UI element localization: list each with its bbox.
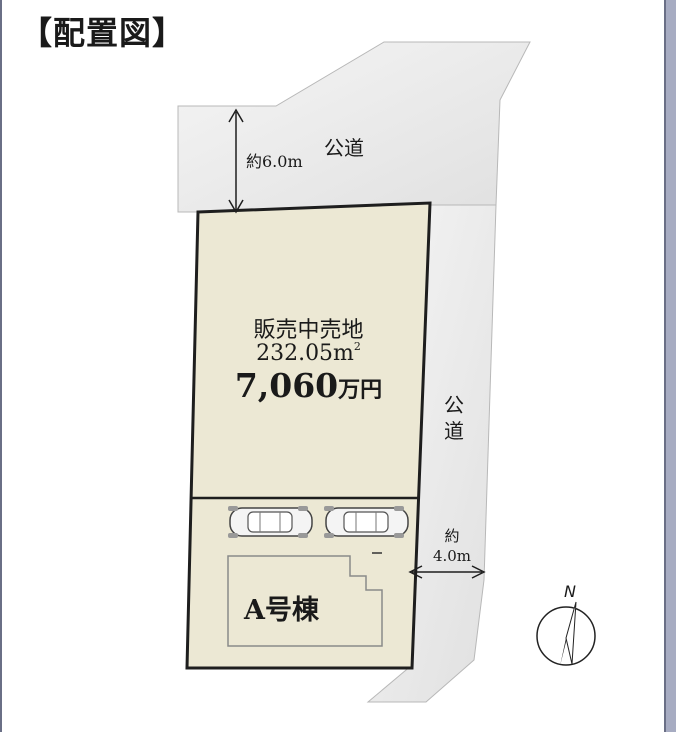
lot-area-value: 232.05m: [256, 341, 354, 366]
car-1: [228, 506, 313, 538]
price-unit: 万円: [338, 377, 383, 403]
east-width-prefix: 約: [444, 527, 460, 545]
north-road-label: 公道: [324, 136, 364, 160]
east-road-width: 約 4.0m: [424, 526, 480, 566]
lot-for-sale: [185, 201, 432, 670]
arrowhead-right: [471, 565, 486, 579]
north-road: [177, 41, 531, 213]
price-value: 7,060: [234, 366, 339, 405]
arrowhead-left: [408, 565, 423, 579]
building-footprint: [227, 555, 383, 647]
north-compass-icon: [536, 601, 596, 666]
east-width-value: 4.0m: [432, 547, 472, 565]
lot-area: 232.05m2: [196, 340, 421, 366]
car-2: [324, 506, 409, 538]
compass-north-letter: N: [564, 582, 576, 601]
arrowhead-up: [228, 108, 244, 123]
lot-price: 7,060万円: [196, 366, 421, 405]
arrowhead-down: [228, 199, 244, 214]
page-title: 【配置図】: [20, 14, 186, 52]
lot-area-superscript: 2: [353, 340, 361, 353]
east-road: [366, 204, 497, 703]
frame-right-strip: [666, 0, 676, 732]
north-road-width: 約6.0m: [246, 152, 303, 171]
lot-title: 販売中売地: [253, 318, 364, 343]
east-road-label: 公道: [444, 393, 464, 443]
building-label: A号棟: [244, 595, 319, 626]
